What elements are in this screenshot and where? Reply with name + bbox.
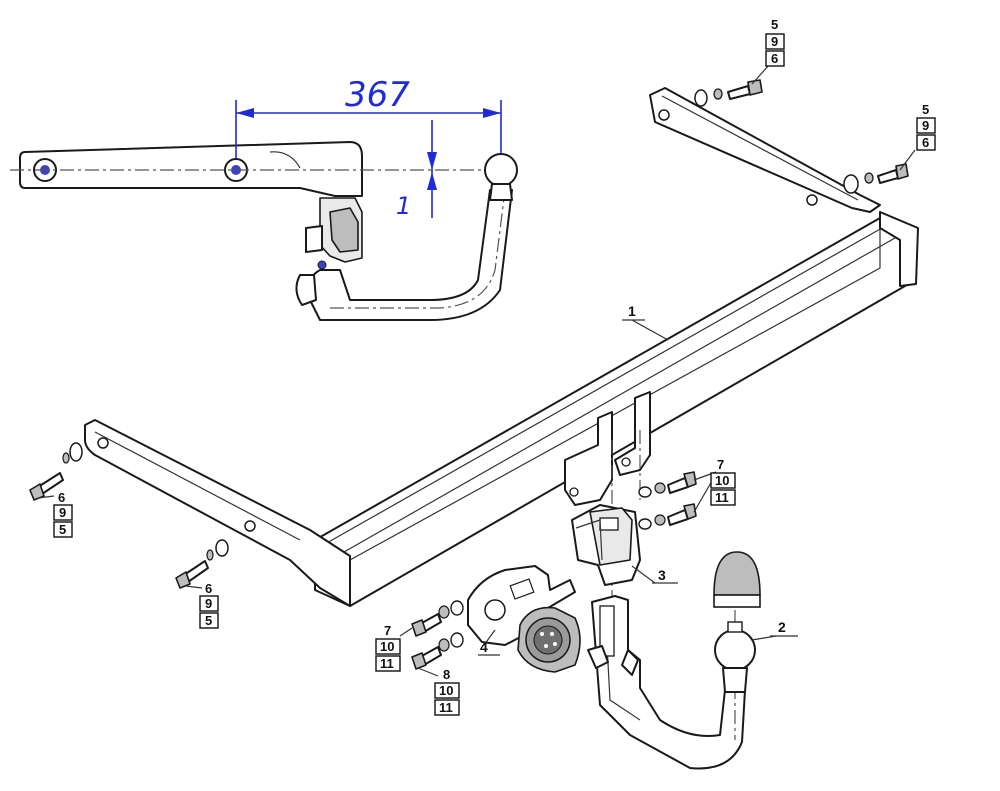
callout-bolt-bottom-lower: 8 10 11 bbox=[417, 667, 460, 716]
callout-number: 6 bbox=[922, 135, 929, 150]
callout-number: 9 bbox=[59, 505, 66, 520]
callout-number: 10 bbox=[715, 473, 729, 488]
socket-bracket bbox=[467, 565, 576, 646]
callout-bolt-top-left: 5 9 6 bbox=[751, 17, 785, 85]
callout-number: 7 bbox=[717, 457, 724, 472]
ball-neck bbox=[587, 551, 761, 770]
electrical-socket bbox=[517, 606, 581, 673]
part-label-4-text: 4 bbox=[480, 639, 488, 655]
bolt-set-top-right bbox=[843, 163, 909, 194]
callout-bolt-left-lower: 6 9 5 bbox=[185, 581, 219, 629]
part-label-1-text: 1 bbox=[628, 303, 636, 319]
dimension-offset: 1 bbox=[396, 120, 437, 220]
callout-bolt-top-right: 5 9 6 bbox=[899, 102, 936, 171]
part-label-3: 3 bbox=[631, 565, 678, 584]
bolt-set-left-lower bbox=[175, 539, 229, 589]
dimension-length-text: 367 bbox=[345, 75, 410, 115]
callout-number: 9 bbox=[922, 118, 929, 133]
part-label-1: 1 bbox=[622, 303, 669, 341]
dimension-offset-text: 1 bbox=[396, 192, 411, 220]
receiver-part bbox=[571, 504, 641, 586]
callout-number: 6 bbox=[58, 490, 65, 505]
callout-number: 5 bbox=[771, 17, 778, 32]
callout-number: 9 bbox=[205, 596, 212, 611]
bolt-set-left-upper bbox=[29, 442, 83, 501]
bolt-set-center-right bbox=[638, 471, 697, 530]
bolt-set-top bbox=[694, 79, 763, 107]
callout-number: 6 bbox=[771, 51, 778, 66]
callout-number: 6 bbox=[205, 581, 212, 596]
bolt-set-bottom bbox=[411, 600, 464, 670]
part-label-3-text: 3 bbox=[658, 567, 666, 583]
callout-number: 11 bbox=[715, 490, 729, 505]
callout-number: 11 bbox=[380, 656, 394, 671]
dimension-367: 367 bbox=[235, 75, 502, 158]
callout-number: 10 bbox=[380, 639, 394, 654]
crossbar-assembly bbox=[84, 87, 919, 607]
callout-number: 10 bbox=[439, 683, 453, 698]
callout-number: 7 bbox=[384, 623, 391, 638]
callout-number: 5 bbox=[59, 522, 66, 537]
part-label-4: 4 bbox=[478, 629, 500, 656]
callout-bolt-center-right: 7 10 11 bbox=[693, 457, 736, 513]
part-label-2-text: 2 bbox=[778, 619, 786, 635]
callout-bolt-left-upper: 6 9 5 bbox=[37, 490, 73, 538]
callout-number: 11 bbox=[439, 700, 453, 715]
part-label-2: 2 bbox=[751, 619, 798, 641]
callout-bolt-bottom-upper: 7 10 11 bbox=[375, 623, 413, 672]
callout-number: 9 bbox=[771, 34, 778, 49]
callout-number: 5 bbox=[205, 613, 212, 628]
callout-number: 8 bbox=[443, 667, 450, 682]
callout-number: 5 bbox=[922, 102, 929, 117]
inset-side-view: 367 1 bbox=[10, 75, 518, 321]
